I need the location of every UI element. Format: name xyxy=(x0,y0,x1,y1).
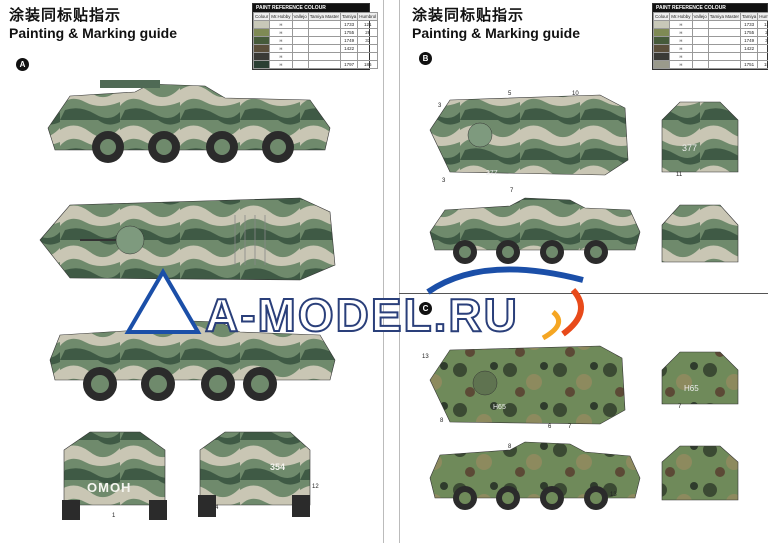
callout-number: 10 xyxy=(572,91,579,97)
scheme-badge-b: B xyxy=(419,52,432,65)
side-view-c xyxy=(429,441,641,510)
front-view-b xyxy=(661,204,739,263)
side-view-a2 xyxy=(49,319,336,401)
tamiya-cell: 1797 xyxy=(339,60,359,69)
color-swatch xyxy=(252,60,271,69)
left-page: 涂装同标贴指示 Painting & Marking guide A PAINT… xyxy=(9,0,384,543)
callout-number: 6 xyxy=(548,424,552,430)
tamiya-cell: 1751 xyxy=(739,60,759,69)
table-row: H 1733 121 xyxy=(252,20,379,29)
side-view-a1 xyxy=(47,80,331,163)
vehicle-illustrations-bc xyxy=(429,94,739,510)
callout-number: 13 xyxy=(422,354,429,360)
table-row: H 1755 28 xyxy=(252,28,379,37)
rear-marking: 354 xyxy=(270,462,286,472)
front-marking: ОМОН xyxy=(87,480,132,495)
table-row: H 1797 186 xyxy=(252,60,379,69)
callout-number: 7 xyxy=(510,188,514,194)
title-english: Painting & Marking guide xyxy=(412,25,581,41)
callout-number: 12 xyxy=(312,484,319,490)
side-view-b xyxy=(429,197,641,264)
scheme-badge-c: C xyxy=(419,302,432,315)
paint-reference-header: PAINT REFERENCE COLOUR xyxy=(253,4,369,12)
callout-number: 5 xyxy=(508,91,512,97)
humbrol-cell: 186 xyxy=(757,60,768,69)
paint-reference-table: PAINT REFERENCE COLOUR Colour Mr.Hobby V… xyxy=(652,3,768,70)
b-marking: 377 xyxy=(682,143,698,153)
callout-number: 3 xyxy=(442,178,446,184)
vallejo-cell xyxy=(291,60,309,69)
front-view-a xyxy=(62,431,167,520)
rear-view-a xyxy=(198,431,311,517)
callout-number: 3 xyxy=(438,103,442,109)
color-swatch xyxy=(652,60,671,69)
scheme-badge-a: A xyxy=(16,58,29,71)
top-view-b xyxy=(429,94,629,176)
title-chinese: 涂装同标贴指示 xyxy=(412,7,525,24)
rear-view-b xyxy=(661,101,739,173)
watermark-text: A-MODEL.RU xyxy=(204,288,519,342)
front-view-c xyxy=(661,445,739,501)
callout-number: 7 xyxy=(678,404,682,410)
callout-number: 7 xyxy=(568,424,572,430)
callout-number: 8 xyxy=(440,418,444,424)
callout-number: 13 xyxy=(610,492,617,498)
paint-reference-header: PAINT REFERENCE COLOUR xyxy=(653,4,767,12)
vehicle-illustrations-a xyxy=(39,80,336,520)
b-marking: 377 xyxy=(486,170,498,177)
rear-view-c xyxy=(661,351,739,405)
hobby-cell: H xyxy=(269,60,293,69)
callout-number: 4 xyxy=(215,505,219,511)
c-marking: H65 xyxy=(493,404,506,411)
top-view-a xyxy=(39,197,336,281)
humbrol-cell: 186 xyxy=(357,60,379,69)
callout-number: 8 xyxy=(508,444,512,450)
c-marking: H65 xyxy=(684,384,699,393)
table-row: H 1733 121 xyxy=(652,20,768,29)
hobby-cell: H xyxy=(669,60,693,69)
right-page: 涂装同标贴指示 Painting & Marking guide B C PAI… xyxy=(399,0,768,543)
callout-number: 1 xyxy=(112,513,116,519)
callout-number: 11 xyxy=(676,172,683,178)
vallejo-cell xyxy=(691,60,709,69)
table-row: H xyxy=(252,52,379,61)
table-row: H 1751 186 xyxy=(652,60,768,69)
top-view-c xyxy=(429,345,626,425)
title-chinese: 涂装同标贴指示 xyxy=(9,7,122,24)
paint-reference-table: PAINT REFERENCE COLOUR Colour Mr.Hobby V… xyxy=(252,3,379,70)
title-english: Painting & Marking guide xyxy=(9,25,178,41)
